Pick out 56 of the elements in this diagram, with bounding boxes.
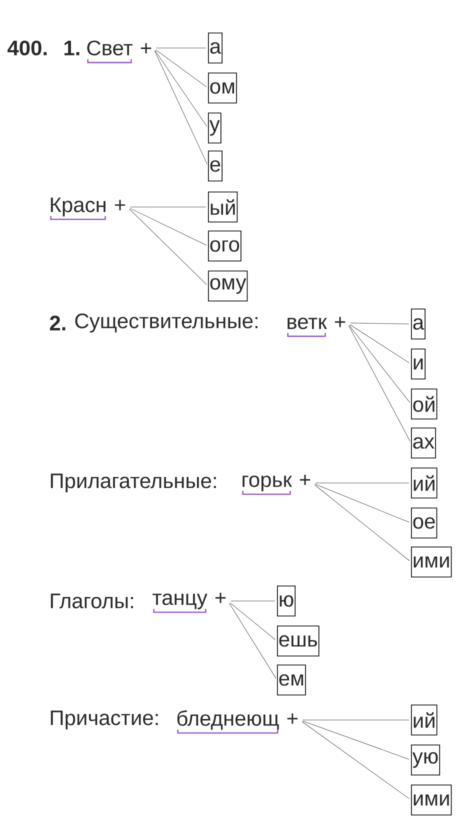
ending-box: ий: [411, 468, 438, 498]
ending-box: ешь: [277, 626, 320, 656]
connector-line: [229, 603, 276, 679]
connector-line: [129, 208, 207, 285]
connector-line: [154, 50, 208, 164]
connector-line: [230, 602, 276, 640]
ending-box: ому: [208, 270, 248, 302]
word-stem: Красн +: [50, 198, 126, 220]
connector-line: [315, 482, 410, 484]
ending-box: ий: [411, 704, 438, 736]
ending-box: у: [208, 112, 222, 144]
ending-box: ах: [411, 428, 436, 458]
plus-sign: +: [215, 592, 226, 604]
connector-line: [130, 206, 206, 208]
exercise-number: 2.: [50, 316, 66, 330]
word-stem: горьк +: [242, 474, 310, 495]
connector-line: [348, 325, 410, 403]
word-stem: танцу +: [152, 592, 226, 613]
ending-box: ем: [277, 664, 306, 696]
ending-box: ого: [208, 230, 242, 262]
connector-line: [230, 600, 276, 602]
connector-line: [350, 322, 410, 324]
plus-sign: +: [300, 474, 310, 486]
connector-line: [314, 484, 410, 561]
connector-line: [302, 722, 410, 800]
plus-sign: +: [114, 200, 126, 210]
connector-line: [314, 484, 410, 522]
ending-box: а: [208, 32, 222, 64]
ending-box: ом: [208, 72, 237, 104]
ending-box: ю: [277, 586, 296, 616]
ending-box: а: [411, 308, 426, 340]
category-label: Прилагательные:: [50, 474, 216, 492]
connector-line: [302, 720, 410, 760]
plus-sign: +: [287, 714, 298, 724]
plus-sign: +: [140, 43, 152, 54]
ending-box: ое: [411, 508, 438, 538]
category-label: Глаголы:: [50, 594, 133, 608]
ending-box: ими: [411, 546, 452, 578]
plus-sign: +: [334, 316, 346, 328]
word-stem: Свет +: [87, 40, 152, 64]
ending-box: ой: [411, 388, 438, 420]
connector-line: [130, 208, 206, 246]
exercise-number: 400.: [8, 40, 47, 56]
connector-line: [348, 325, 410, 442]
connector-line: [350, 324, 410, 364]
connector-line: [154, 50, 208, 127]
ending-box: ый: [208, 192, 238, 222]
word-stem: ветк +: [287, 316, 346, 337]
connector-line: [156, 50, 207, 88]
category-label: Причастие:: [50, 710, 158, 730]
ending-box: ую: [411, 744, 440, 776]
word-stem: бледнеющ +: [177, 710, 298, 734]
ending-box: и: [411, 348, 426, 380]
ending-box: е: [208, 150, 222, 182]
ending-box: ими: [411, 784, 452, 816]
category-label: Существительные:: [75, 314, 258, 333]
